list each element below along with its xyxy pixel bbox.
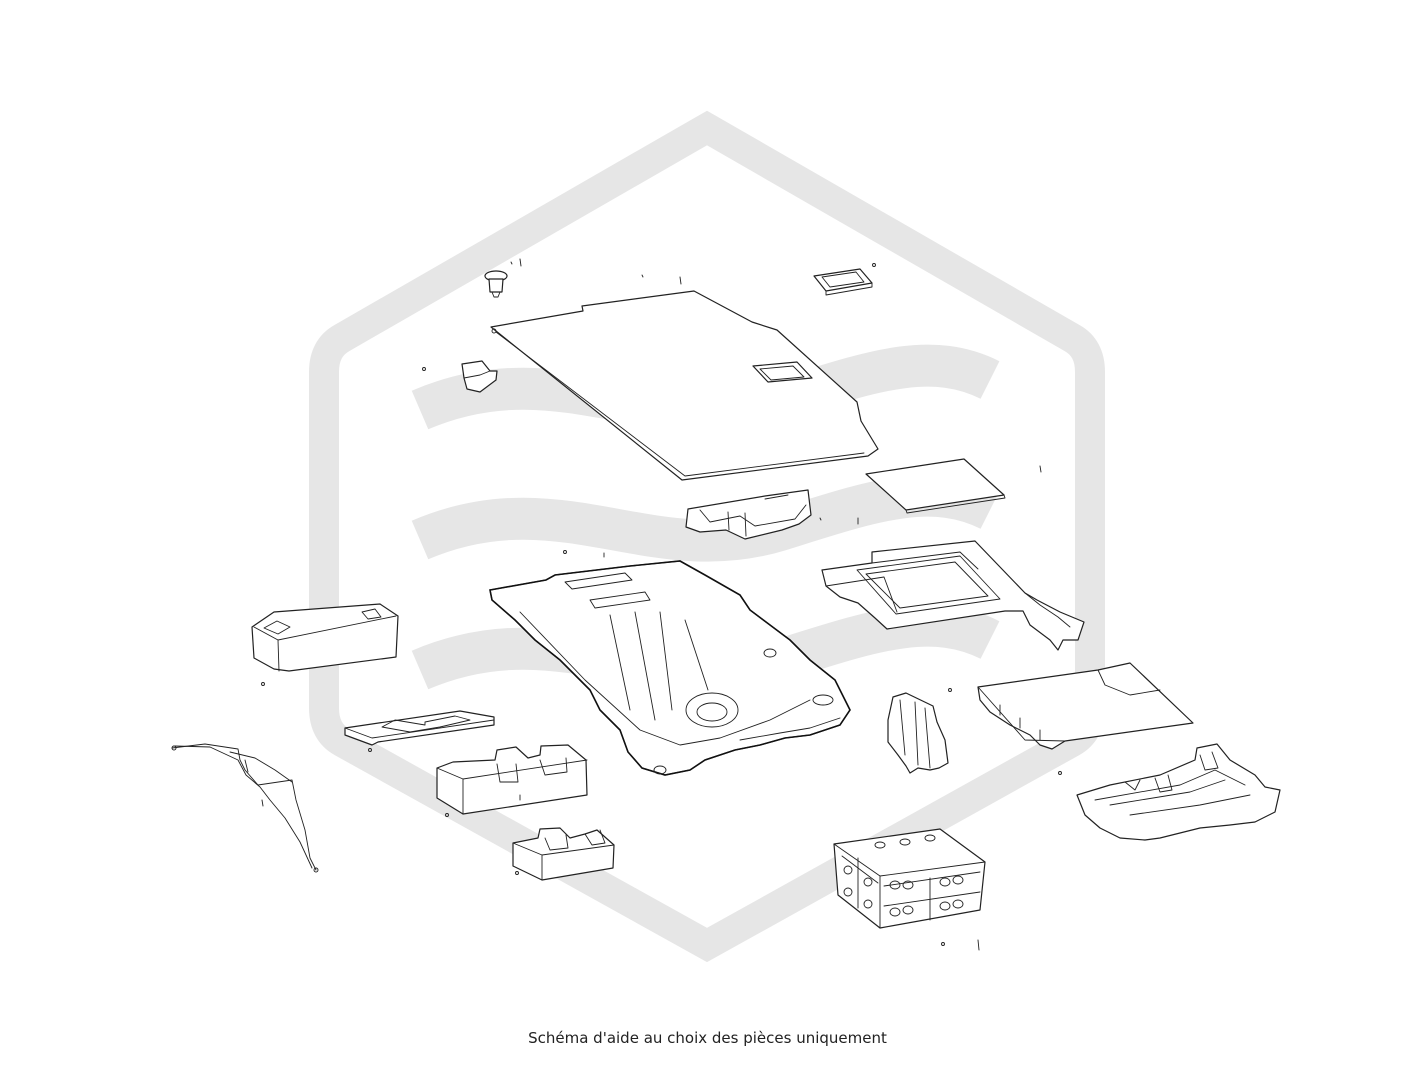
floor-mat — [865, 458, 1042, 514]
rear-tray — [1076, 743, 1281, 841]
floor-handle — [752, 361, 813, 383]
small-bracket — [422, 360, 498, 393]
cargo-floor-panel — [490, 274, 879, 481]
spare-wheel-well-tub — [489, 550, 851, 776]
organizer-tray-large — [436, 744, 588, 817]
diagram-caption: Schéma d'aide au choix des pièces unique… — [528, 1029, 887, 1047]
organizer-tray-small — [512, 827, 615, 881]
push-clip — [484, 258, 522, 298]
battery-box — [251, 603, 399, 686]
storage-tray — [821, 540, 1085, 651]
crate-basket — [833, 828, 986, 951]
hexagon-wave-logo-icon — [309, 110, 1105, 963]
floor-support-rail — [685, 489, 859, 540]
cable-harness — [171, 743, 319, 873]
latch-handle — [813, 263, 876, 296]
side-trim-panel — [887, 688, 952, 774]
foam-insert — [344, 710, 495, 752]
rear-cover-panel — [977, 662, 1194, 775]
